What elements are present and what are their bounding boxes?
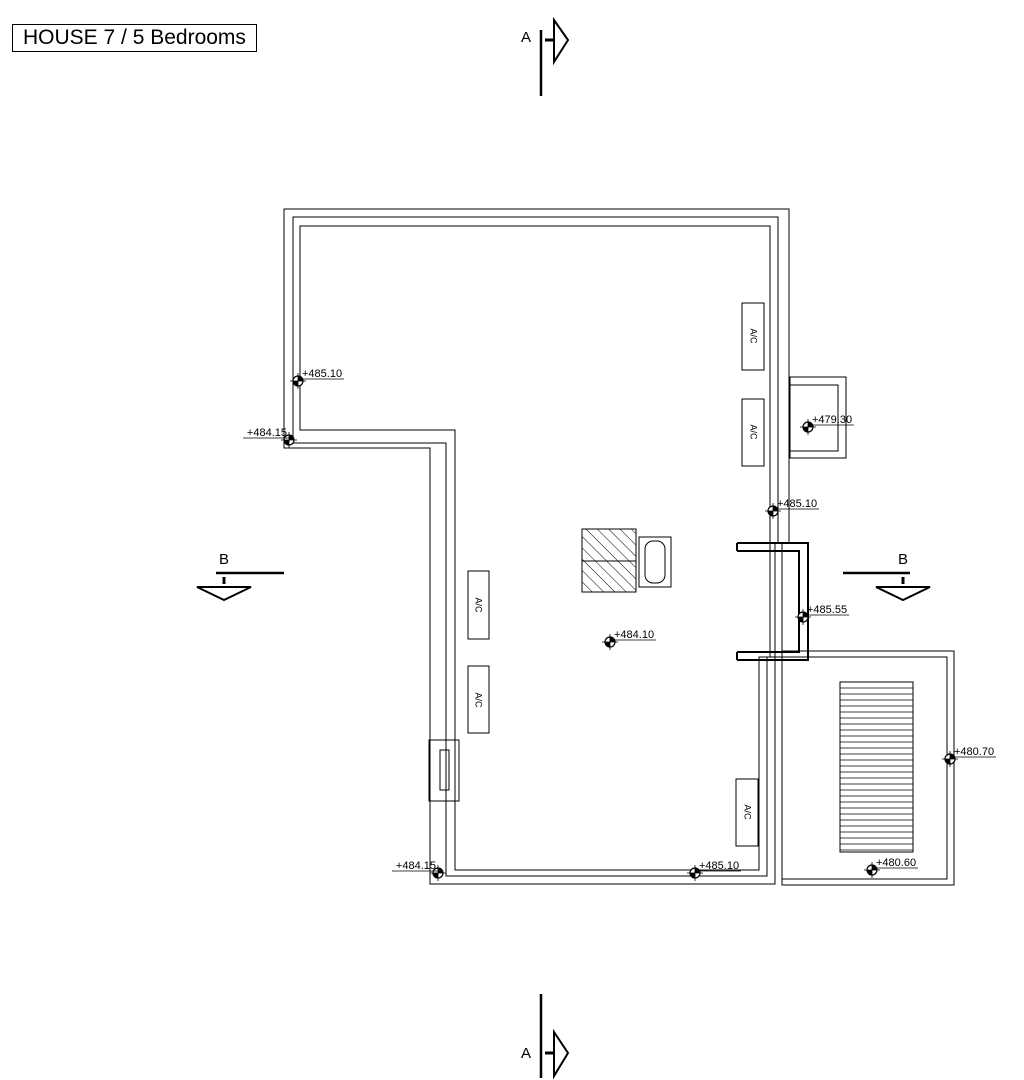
section-label-a-top: A: [521, 29, 531, 46]
level-value: +480.70: [954, 746, 994, 758]
section-marker-a-bottom: A: [521, 994, 570, 1080]
level-value: +485.10: [699, 860, 739, 872]
level-value: +485.10: [777, 498, 817, 510]
section-label-a-bottom: A: [521, 1045, 531, 1062]
level-mark: +479.30: [800, 414, 854, 435]
level-mark: +484.15: [392, 860, 446, 881]
section-label-b-right: B: [898, 551, 908, 568]
ac-label-4: A/C: [474, 692, 484, 708]
level-mark: +485.10: [687, 860, 741, 881]
ac-unit-5: [735, 778, 759, 847]
level-value: +479.30: [812, 414, 852, 426]
section-marker-b-left: B: [196, 551, 284, 602]
ac-label-1: A/C: [749, 328, 759, 344]
wall-outline-mid: [292, 216, 779, 877]
level-mark: +485.55: [795, 604, 849, 625]
ac-label-3: A/C: [474, 597, 484, 613]
section-marker-b-right: B: [843, 551, 931, 602]
level-mark: +484.15: [243, 427, 297, 448]
ac-label-2: A/C: [749, 424, 759, 440]
level-value: +485.55: [807, 604, 847, 616]
ac-unit-4: [467, 665, 490, 734]
level-mark: +485.10: [765, 498, 819, 519]
stair-treads: [839, 681, 914, 853]
ac-label-5: A/C: [743, 804, 753, 820]
level-value: +484.10: [614, 629, 654, 641]
section-label-b-left: B: [219, 551, 229, 568]
electrical-box: [428, 739, 460, 802]
entrance-bracket: [737, 542, 809, 661]
level-mark: +484.10: [602, 629, 656, 650]
section-marker-a-top: A: [521, 16, 570, 96]
level-value: +484.15: [396, 860, 436, 872]
level-value: +485.10: [302, 368, 342, 380]
ac-unit-1: [741, 302, 765, 371]
level-mark: +480.70: [942, 746, 996, 767]
wall-outline-outer: [283, 208, 790, 885]
ac-unit-2: [741, 398, 765, 467]
level-value: +480.60: [876, 857, 916, 869]
level-value: +484.15: [247, 427, 287, 439]
bathtub: [638, 536, 672, 588]
level-mark: +480.60: [864, 857, 918, 878]
drawing-title: HOUSE 7 / 5 Bedrooms: [12, 24, 257, 52]
wall-outline-inner: [299, 225, 771, 871]
ac-unit-3: [467, 570, 490, 640]
level-mark: +485.10: [290, 368, 344, 389]
